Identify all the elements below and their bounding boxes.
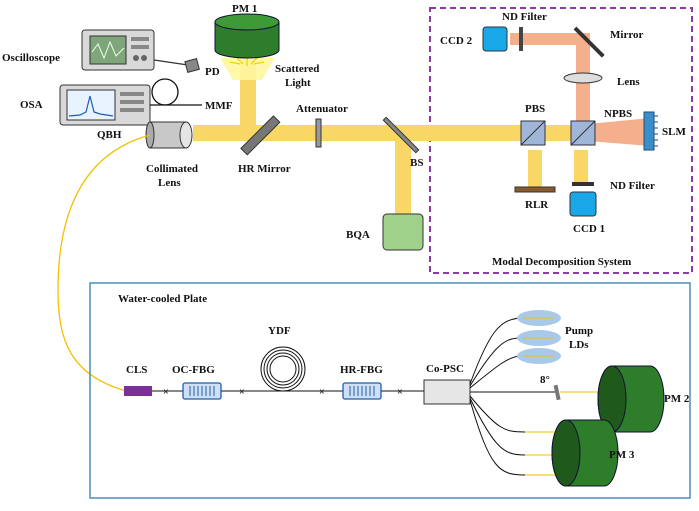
splice-mark-1: × — [163, 387, 169, 398]
pump-fibers — [469, 317, 555, 476]
combiner-label: Co-PSC — [426, 363, 464, 375]
bqa-label: BQA — [346, 229, 370, 241]
pump-label-2: LDs — [569, 339, 589, 351]
beam-down-bqa — [395, 133, 411, 218]
splice-mark-2: × — [239, 387, 245, 398]
scattered-label-2: Light — [285, 77, 311, 89]
ccd1-label: CCD 1 — [573, 223, 605, 235]
hr-mirror-icon — [240, 115, 281, 156]
collimated-label-2: Lens — [158, 177, 181, 189]
nd-filter-bottom-icon — [572, 182, 594, 186]
main-beam — [193, 125, 588, 141]
water-cooled-plate-frame — [89, 282, 691, 499]
nd-filter-top-label: ND Filter — [502, 11, 547, 23]
bs-icon — [382, 116, 420, 154]
hr-fbg-icon — [342, 382, 382, 400]
scattered-label-1: Scattered — [275, 63, 319, 75]
lens-icon — [563, 72, 603, 84]
rlr-label: RLR — [525, 199, 549, 211]
combiner-icon — [423, 379, 471, 405]
slm-label: SLM — [662, 126, 686, 138]
modal-system-label: Modal Decomposition System — [492, 256, 631, 268]
slm-icon — [643, 111, 658, 151]
mmf-coil-icon — [151, 78, 179, 106]
ccd1-icon — [569, 191, 597, 217]
delivery-fiber — [57, 134, 151, 392]
collimated-label-1: Collimated — [146, 163, 198, 175]
scattered-light-glow — [220, 58, 275, 80]
beam-to-slm — [588, 118, 650, 146]
oc-fbg-icon — [182, 382, 222, 400]
oscilloscope-label: Oscilloscope — [2, 52, 60, 64]
sparkle-icon — [229, 55, 265, 66]
ccd2-label: CCD 2 — [440, 35, 473, 47]
oscilloscope-icon — [81, 29, 155, 71]
lens-label: Lens — [617, 76, 640, 88]
hr-fbg-label: HR-FBG — [340, 364, 383, 376]
angle-label: 8° — [540, 374, 550, 386]
beam-down-ccd1 — [574, 150, 588, 185]
hr-mirror-label: HR Mirror — [238, 163, 291, 175]
splice-mark-3: × — [319, 387, 325, 398]
mirror-label: Mirror — [610, 29, 644, 41]
pm3-label: PM 3 — [609, 449, 635, 461]
pm1-power-meter — [214, 13, 280, 59]
bs-label: BS — [410, 157, 423, 169]
pd-label: PD — [205, 66, 220, 78]
attenuator-label: Attenuator — [296, 103, 348, 115]
ccd2-icon — [482, 26, 508, 52]
beam-down-rlr — [528, 150, 542, 190]
oc-fbg-label: OC-FBG — [172, 364, 215, 376]
ydf-label: YDF — [268, 325, 291, 337]
attenuator-icon — [315, 118, 322, 148]
pm2-label: PM 2 — [664, 393, 690, 405]
npbs-label: NPBS — [604, 108, 632, 120]
mmf-label: MMF — [205, 100, 233, 112]
qbh-label: QBH — [97, 129, 122, 141]
angle-cleave-icon — [553, 384, 561, 401]
beam-to-ccd2 — [510, 33, 590, 45]
pbs-cube-icon — [520, 120, 546, 146]
ydf-coil-icon — [260, 346, 306, 392]
osa-label: OSA — [20, 99, 43, 111]
npbs-cube-icon — [570, 120, 596, 146]
pump-ld-icons — [517, 310, 561, 364]
osa-icon — [59, 84, 151, 126]
beam-up-lens — [576, 45, 590, 125]
nd-filter-top-icon — [519, 27, 523, 51]
water-cooled-plate-label: Water-cooled Plate — [118, 293, 207, 305]
pm3-power-meter — [551, 419, 619, 487]
mirror-icon — [573, 26, 605, 58]
bqa-box — [382, 213, 424, 251]
pd-cable — [153, 59, 189, 66]
splice-mark-4: × — [397, 387, 403, 398]
cls-label: CLS — [126, 364, 147, 376]
pbs-label: PBS — [525, 103, 545, 115]
cls-icon — [124, 386, 152, 396]
collimated-lens-icon — [145, 121, 193, 149]
nd-filter-bottom-label: ND Filter — [610, 180, 655, 192]
rlr-icon — [514, 186, 556, 193]
pd-icon — [184, 58, 200, 73]
pump-label-1: Pump — [565, 325, 593, 337]
pm1-label: PM 1 — [232, 3, 257, 15]
